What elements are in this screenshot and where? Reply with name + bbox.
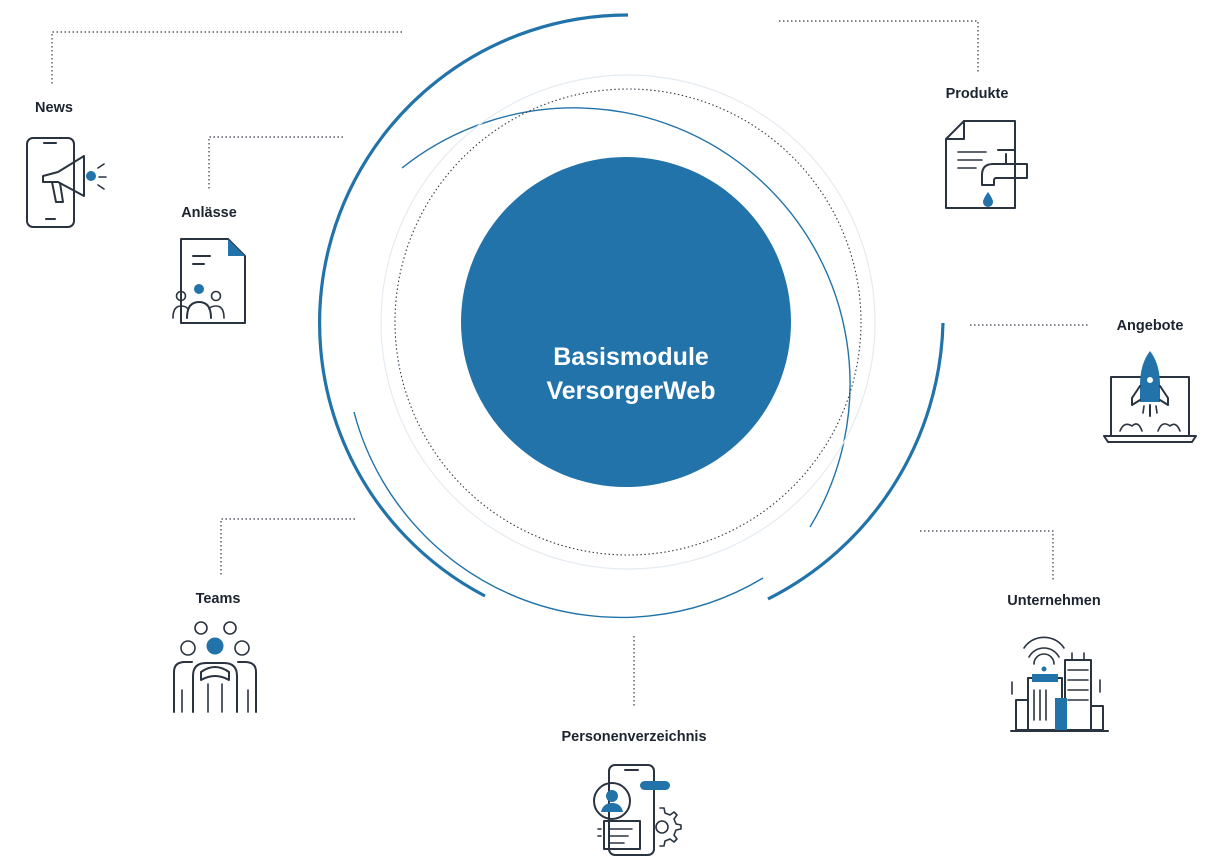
connector-news bbox=[51, 31, 402, 86]
company-building-icon bbox=[1010, 636, 1109, 732]
connector-anlaesse bbox=[208, 136, 343, 190]
connector-produkte bbox=[779, 20, 979, 72]
rocket-laptop-icon bbox=[1103, 351, 1197, 443]
outer-arc-left bbox=[318, 13, 629, 598]
middle-arc-top bbox=[401, 107, 851, 528]
dotted-ring bbox=[394, 88, 862, 556]
center-title-line1: Basismodule bbox=[553, 343, 709, 371]
team-people-icon bbox=[173, 621, 257, 713]
label-personenverzeichnis: Personenverzeichnis bbox=[561, 729, 706, 745]
product-document-faucet-icon bbox=[945, 120, 1028, 209]
label-angebote: Angebote bbox=[1117, 318, 1184, 334]
connector-teams bbox=[220, 518, 355, 577]
rings bbox=[318, 13, 945, 619]
middle-arc-bottom bbox=[353, 411, 764, 619]
event-document-icon bbox=[172, 238, 246, 324]
label-anlaesse: Anlässe bbox=[181, 205, 237, 221]
outer-arc-right bbox=[767, 322, 945, 601]
connector-unternehmen bbox=[920, 530, 1054, 580]
megaphone-phone-icon bbox=[26, 137, 107, 228]
center-title-line2: VersorgerWeb bbox=[546, 377, 715, 405]
person-directory-phone-icon bbox=[593, 764, 682, 856]
label-unternehmen: Unternehmen bbox=[1007, 593, 1100, 609]
label-teams: Teams bbox=[196, 591, 241, 607]
faint-ring bbox=[380, 74, 876, 570]
connectors bbox=[51, 20, 1090, 708]
label-produkte: Produkte bbox=[946, 86, 1009, 102]
center-disk bbox=[461, 157, 791, 487]
label-news: News bbox=[35, 100, 73, 116]
